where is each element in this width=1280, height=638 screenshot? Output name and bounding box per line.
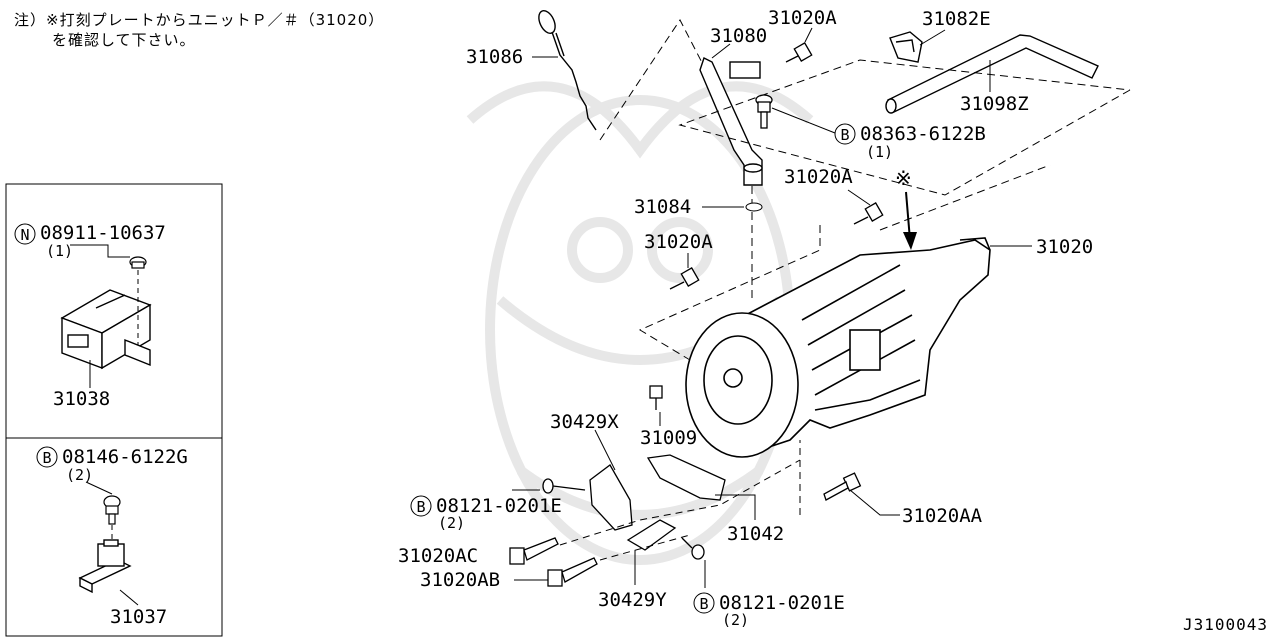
- clip-31082e: [889, 31, 923, 63]
- part-30429x: 30429X: [550, 411, 619, 433]
- bolt-31009: [649, 385, 663, 410]
- circle-n-prefix: N: [14, 223, 36, 245]
- bolt-08121-a: [542, 478, 586, 494]
- leader-08146: [85, 481, 113, 495]
- o-ring-31084: [745, 202, 763, 212]
- bolt-08363: [755, 94, 773, 129]
- part-31020a-left: 31020A: [644, 231, 713, 253]
- stamp-arrow: [903, 191, 917, 250]
- leader-31082e: [919, 29, 946, 46]
- part-31038: 31038: [53, 388, 110, 410]
- part-31098z: 31098Z: [960, 93, 1029, 115]
- sensor-31037: [78, 539, 132, 594]
- note-line-1: 注）※打刻プレートからユニットＰ／＃（31020）: [14, 11, 385, 29]
- part-31020a-top: 31020A: [768, 7, 837, 29]
- unit-number-note: 注）※打刻プレートからユニットＰ／＃（31020） を確認して下さい。: [14, 10, 384, 50]
- leader-30429x: [594, 429, 616, 471]
- control-unit-31038: [60, 289, 152, 370]
- leader-31020aa: [849, 489, 900, 516]
- dipstick-31086: [538, 10, 597, 131]
- filler-tube-31080: [699, 57, 763, 186]
- svg-text:N: N: [20, 226, 29, 244]
- qty-08911: (1): [46, 242, 73, 260]
- part-31009: 31009: [640, 427, 697, 449]
- part-31020: 31020: [1036, 236, 1093, 258]
- part-08121-b: 08121-0201E: [719, 592, 845, 614]
- bolt-08121-b: [681, 537, 705, 560]
- circle-b-prefix-08121-a: B: [410, 495, 432, 517]
- bolt-31020a-mid: [853, 202, 884, 225]
- part-31037: 31037: [110, 606, 167, 628]
- svg-text:B: B: [42, 449, 51, 467]
- svg-text:B: B: [699, 595, 708, 613]
- part-31020ab: 31020AB: [420, 569, 500, 591]
- leader-31037: [119, 589, 139, 606]
- part-08363: 08363-6122B: [860, 123, 986, 145]
- leader-08363: [771, 107, 836, 134]
- part-31086: 31086: [466, 46, 523, 68]
- leader-31020a-top: [804, 27, 813, 43]
- qty-08363: (1): [866, 143, 893, 161]
- svg-text:B: B: [416, 498, 425, 516]
- part-31020a-mid: 31020A: [784, 166, 853, 188]
- bolt-31020ab: [547, 557, 598, 587]
- diagram-code: J3100043: [1182, 615, 1268, 634]
- inset-frame: [5, 183, 223, 637]
- qty-08121-a: (2): [438, 514, 465, 532]
- part-31084: 31084: [634, 196, 691, 218]
- part-08146: 08146-6122G: [62, 446, 188, 468]
- bolt-31020aa: [823, 472, 862, 501]
- stamp-mark: ※: [895, 166, 912, 190]
- bolt-31020a-top: [785, 42, 813, 63]
- circle-b-prefix-08363: B: [834, 123, 856, 145]
- part-08121-a: 08121-0201E: [436, 495, 562, 517]
- bracket-30429x: [589, 464, 633, 531]
- nut-08911: [129, 256, 147, 269]
- dash-hose: [678, 59, 1131, 196]
- part-31082e: 31082E: [922, 8, 991, 30]
- part-31020aa: 31020AA: [902, 505, 983, 527]
- qty-08146: (2): [66, 466, 93, 484]
- cover-31042: [646, 454, 726, 501]
- breather-hose-31098z: [885, 34, 1099, 114]
- leader-31020a-mid: [847, 189, 871, 206]
- bolt-31020a-left: [669, 267, 700, 290]
- leader-08911: [70, 244, 130, 258]
- bolt-08146: [103, 495, 121, 525]
- circle-b-prefix-inset: B: [36, 446, 58, 468]
- part-31042: 31042: [727, 523, 784, 545]
- circle-b-prefix-08121-b: B: [693, 592, 715, 614]
- part-31080: 31080: [710, 25, 767, 47]
- part-30429y: 30429Y: [598, 589, 667, 611]
- dash-lower: [559, 459, 801, 561]
- part-31020ac: 31020AC: [398, 545, 478, 567]
- bolt-31020ac: [509, 537, 559, 565]
- transmission-assembly-31020: [685, 237, 991, 458]
- leader-31080: [711, 43, 731, 59]
- part-08911: 08911-10637: [40, 222, 166, 244]
- svg-text:B: B: [840, 126, 849, 144]
- note-line-2: を確認して下さい。: [52, 31, 196, 49]
- leader-31042: [715, 494, 756, 520]
- qty-08121-b: (2): [722, 611, 749, 629]
- bracket-30429y: [626, 519, 677, 551]
- dash-bellhousing: [638, 225, 821, 361]
